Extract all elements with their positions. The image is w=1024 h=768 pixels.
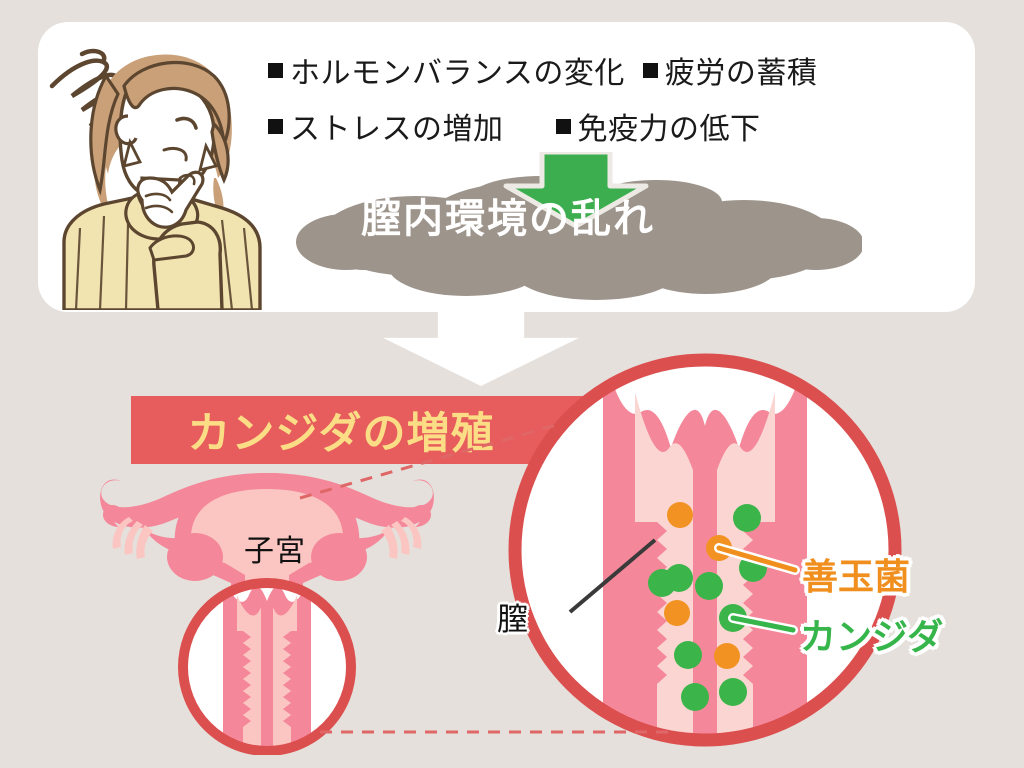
vaginal-lumen (635, 392, 775, 740)
zoom-source-ring (178, 578, 356, 756)
cause-item-fatigue: 疲労の蓄積 (642, 48, 818, 92)
mouth (162, 146, 188, 162)
legend-good-bacteria-label: 善玉菌 (802, 556, 911, 597)
square-bullet-icon (268, 62, 283, 78)
cause-item-hormone: ホルモンバランスの変化 (268, 48, 625, 92)
cause-label: 免疫力の低下 (577, 113, 761, 146)
fimbriae-right (381, 517, 422, 559)
uterus-cavity (190, 489, 344, 659)
uterus-label: 子宮 (244, 535, 306, 568)
cause-item-stress: ストレスの増加 (268, 104, 504, 148)
ovary-left (167, 533, 223, 581)
vagina-magnified-view (507, 352, 903, 748)
green-down-arrow (502, 149, 650, 229)
causes-list: ホルモンバランスの変化 疲労の蓄積 ストレスの増加 免疫力の低下 (268, 46, 968, 166)
ovary-right (311, 533, 367, 581)
cause-label: ストレスの増加 (290, 113, 504, 146)
square-bullet-icon (642, 62, 658, 78)
ear (114, 114, 138, 146)
magnifier-ring (508, 353, 902, 747)
title-banner-label: カンジダの増殖 (187, 410, 495, 458)
eye (175, 116, 198, 130)
cuff (148, 234, 195, 262)
vagina-label: 膣 (497, 602, 528, 637)
legend-candida-label: カンジダ (800, 616, 944, 657)
thinking-woman-illustration (46, 28, 276, 310)
earring-left (122, 137, 143, 168)
hair-front (122, 61, 231, 145)
arm (152, 220, 224, 310)
cause-item-immunity: 免疫力の低下 (555, 104, 761, 148)
square-bullet-icon (268, 118, 283, 134)
cause-label: ホルモンバランスの変化 (290, 57, 625, 90)
uterus-diagram (95, 455, 440, 756)
cause-label: 疲労の蓄積 (664, 57, 818, 90)
square-bullet-icon (555, 118, 571, 134)
earring-right (198, 141, 219, 172)
fimbriae-left (112, 517, 153, 559)
